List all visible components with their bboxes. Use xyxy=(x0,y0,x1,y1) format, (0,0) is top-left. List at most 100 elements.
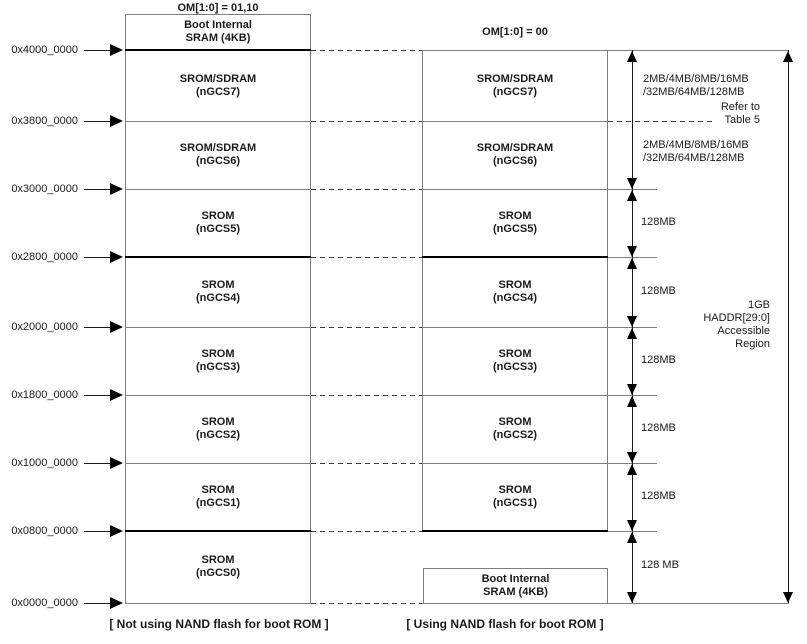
arrowhead-down-icon xyxy=(627,246,637,257)
block-label: SROM xyxy=(498,484,532,496)
arrowhead-right-icon xyxy=(110,457,123,469)
memory-block-ngcs0-left: SROM (nGCS0) xyxy=(126,531,310,603)
block-label: SROM xyxy=(201,484,235,496)
boundary-line xyxy=(422,327,608,328)
bottom-extension-line xyxy=(422,603,789,604)
pointer-line xyxy=(84,189,111,190)
memory-block-ngcs3-right: SROM (nGCS3) xyxy=(423,327,607,395)
memory-block-ngcs3-left: SROM (nGCS3) xyxy=(126,327,310,395)
arrowhead-down-icon xyxy=(627,452,637,463)
boundary-line-bold xyxy=(422,256,608,258)
block-label: (nGCS2) xyxy=(493,429,537,441)
total-line: HADDR[29:0] xyxy=(703,312,770,324)
total-line: Accessible xyxy=(717,325,770,337)
boundary-line xyxy=(125,327,311,328)
memory-block-ngcs5-left: SROM (nGCS5) xyxy=(126,189,310,257)
memory-block-ngcs2-right: SROM (nGCS2) xyxy=(423,395,607,463)
address-label: 0x1800_0000 xyxy=(11,389,78,401)
memory-block-ngcs2-left: SROM (nGCS2) xyxy=(126,395,310,463)
memory-block-ngcs6-right: SROM/SDRAM (nGCS6) xyxy=(423,121,607,189)
address-label: 0x4000_0000 xyxy=(11,44,78,56)
left-column-outline xyxy=(125,14,311,604)
boundary-line-bold xyxy=(422,530,608,532)
total-line: 1GB xyxy=(747,299,770,311)
boot-sram-box-right-outline xyxy=(423,568,608,604)
size-line: 2MB/4MB/8MB/16MB xyxy=(643,73,749,85)
pointer-line xyxy=(84,463,111,464)
address-label: 0x1000_0000 xyxy=(11,457,78,469)
address-label: 0x2800_0000 xyxy=(11,251,78,263)
segment-size-label: 128 MB xyxy=(641,559,679,571)
left-column-caption: [ Not using NAND flash for boot ROM ] xyxy=(109,617,329,631)
segment-size-label: 128MB xyxy=(641,490,676,502)
block-label: Boot Internal xyxy=(481,572,550,585)
pointer-line xyxy=(84,327,111,328)
pointer-line xyxy=(84,50,111,51)
arrowhead-down-icon xyxy=(627,520,637,531)
refer-line: Table 5 xyxy=(724,114,760,126)
block-label: (nGCS5) xyxy=(196,223,240,235)
size-line: /32MB/64MB/128MB xyxy=(643,152,745,164)
dashed-connector xyxy=(311,121,422,122)
block-label: SROM xyxy=(201,416,235,428)
arrowhead-up-icon xyxy=(627,258,637,269)
total-line: Region xyxy=(735,338,770,350)
block-label: (nGCS3) xyxy=(196,361,240,373)
block-label: SRAM (4KB) xyxy=(483,585,548,598)
arrowhead-right-icon xyxy=(110,44,123,56)
memory-block-ngcs5-right: SROM (nGCS5) xyxy=(423,189,607,257)
memory-block-boot-sram-left: Boot Internal SRAM (4KB) xyxy=(126,14,310,50)
dashed-connector xyxy=(311,603,422,604)
arrowhead-right-icon xyxy=(110,525,123,537)
arrowhead-down-icon xyxy=(627,316,637,327)
address-label: 0x0000_0000 xyxy=(11,597,78,609)
top-extension-line xyxy=(608,50,789,51)
dashed-connector xyxy=(311,531,422,532)
block-label: SROM xyxy=(201,554,235,566)
block-label: SROM/SDRAM xyxy=(179,142,257,154)
size-line: /32MB/64MB/128MB xyxy=(643,86,745,98)
arrowhead-right-icon xyxy=(110,321,123,333)
address-label: 0x2000_0000 xyxy=(11,321,78,333)
block-label: (nGCS5) xyxy=(493,223,537,235)
block-label: SROM xyxy=(201,279,235,291)
address-label: 0x3000_0000 xyxy=(11,183,78,195)
arrowhead-down-icon xyxy=(783,592,793,603)
block-label: (nGCS0) xyxy=(196,567,240,579)
boundary-line-bold xyxy=(125,256,311,258)
segment-size-label: 128MB xyxy=(641,285,676,297)
block-label: SROM xyxy=(498,416,532,428)
segment-size-label: 128MB xyxy=(641,354,676,366)
address-label: 0x3800_0000 xyxy=(11,115,78,127)
block-label: (nGCS7) xyxy=(493,85,537,98)
boundary-line xyxy=(422,395,608,396)
arrowhead-down-icon xyxy=(627,592,637,603)
block-label: (nGCS4) xyxy=(493,292,537,304)
memory-block-ngcs4-left: SROM (nGCS4) xyxy=(126,257,310,327)
block-label: SROM xyxy=(498,279,532,291)
boundary-line xyxy=(125,189,311,190)
arrowhead-right-icon xyxy=(110,183,123,195)
pointer-line xyxy=(84,395,111,396)
segment-size-label: 128MB xyxy=(641,422,676,434)
dashed-connector xyxy=(311,327,422,328)
block-label: (nGCS4) xyxy=(196,292,240,304)
arrowhead-up-icon xyxy=(627,532,637,543)
boundary-line xyxy=(422,121,608,122)
total-arrow-line xyxy=(788,50,789,603)
memory-block-boot-sram-right: Boot Internal SRAM (4KB) xyxy=(424,568,607,603)
boundary-line xyxy=(125,395,311,396)
arrowhead-up-icon xyxy=(627,464,637,475)
block-label: (nGCS1) xyxy=(196,497,240,509)
block-label: (nGCS1) xyxy=(493,497,537,509)
right-column-header: OM[1:0] = 00 xyxy=(482,26,548,38)
arrowhead-down-icon xyxy=(627,384,637,395)
ngcs6-size-label: 2MB/4MB/8MB/16MB /32MB/64MB/128MB xyxy=(643,139,749,165)
memory-block-ngcs1-right: SROM (nGCS1) xyxy=(423,463,607,531)
memory-block-ngcs4-right: SROM (nGCS4) xyxy=(423,257,607,327)
refer-dashed-line xyxy=(608,121,712,122)
block-label: (nGCS6) xyxy=(493,155,537,167)
memory-block-ngcs7-left: SROM/SDRAM (nGCS7) xyxy=(126,50,310,121)
memory-block-ngcs7-right: SROM/SDRAM (nGCS7) xyxy=(423,50,607,121)
pointer-line xyxy=(84,121,111,122)
